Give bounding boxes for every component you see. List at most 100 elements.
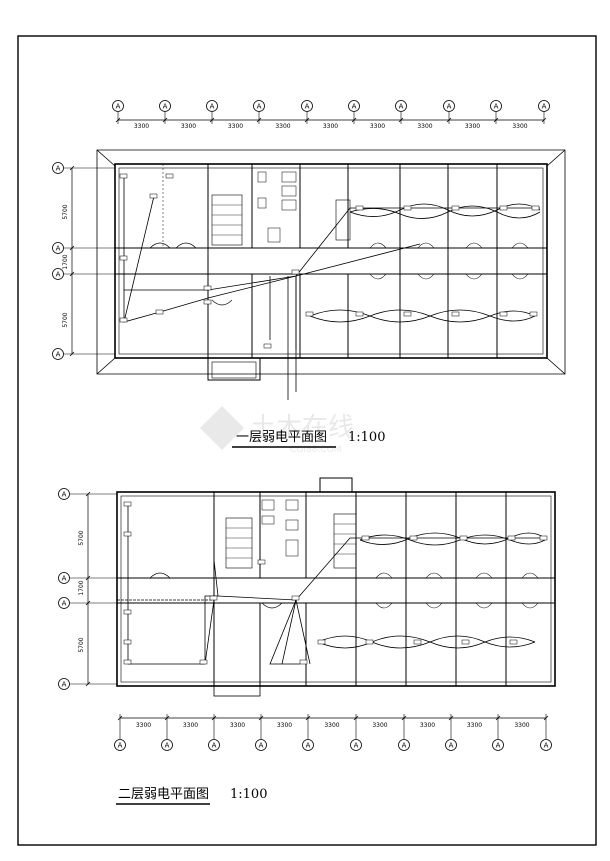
plan1-outlet-19 — [529, 311, 538, 317]
dimension-tick — [541, 117, 547, 123]
plan2-outlet-10 — [409, 535, 418, 541]
plan2-bottom-dim-3: 3300 — [230, 722, 245, 729]
plan1-axis-top-5: A — [305, 103, 310, 111]
watermark: 土木在线 COI88.COM — [200, 406, 354, 455]
plan1-top-dim-6: 3300 — [370, 123, 385, 130]
plan2-axis-bottom-8: A — [449, 742, 454, 750]
plan2-axis-bottom-7: A — [402, 742, 407, 750]
plan2-axis-bottom-1: A — [118, 742, 123, 750]
plan1-outlet-5 — [119, 317, 128, 323]
dimension-tick — [305, 715, 311, 721]
watermark-text: 土木在线 — [250, 413, 354, 443]
dimension-tick — [69, 271, 75, 277]
plan1-axis-top-8-circle — [443, 100, 455, 112]
plan2-outlet-5 — [123, 659, 132, 665]
plan1-axis-left-3-circle — [52, 268, 64, 280]
dimension-tick — [85, 600, 91, 606]
plan1-axis-top-8: A — [447, 103, 452, 111]
plan1-top-dim-3: 3300 — [228, 123, 243, 130]
plan1-axis-left-4-circle — [52, 348, 64, 360]
plan2-axis-left-2-circle — [58, 572, 70, 584]
sheet-border — [17, 35, 597, 846]
plan2-outlet-15 — [365, 639, 374, 645]
plan1-top-dim-9: 3300 — [512, 123, 527, 130]
dimension-tick — [211, 715, 217, 721]
dimension-tick — [85, 575, 91, 581]
plan2-axis-bottom-5: A — [306, 742, 311, 750]
plan1-outlet-11 — [451, 205, 460, 211]
plan1-outlet-2 — [165, 173, 174, 179]
plan2-axis-bottom-6: A — [354, 742, 359, 750]
plan1-axis-left-3: A — [56, 271, 61, 279]
plan2-outlet-13 — [539, 535, 548, 541]
plan1-top-dim-2: 3300 — [181, 123, 196, 130]
plan2-devices — [123, 501, 548, 665]
plan1-outlet-9 — [355, 205, 364, 211]
plan1-axis-top-4: A — [257, 103, 262, 111]
plan1-devices — [119, 173, 540, 349]
dimension-tick — [448, 715, 454, 721]
plan2-axis-bottom-4-circle — [255, 739, 267, 751]
plan2-bottom-dim-5: 3300 — [324, 722, 339, 729]
plan1-axis-top-6-circle — [348, 100, 360, 112]
dimension-tick — [446, 117, 452, 123]
plan1-axis-top-5-circle — [301, 100, 313, 112]
plan2-axis-left-4-circle — [58, 678, 70, 690]
dimension-tick — [493, 117, 499, 123]
plan2-outlet-20 — [291, 595, 300, 601]
dimension-tick — [209, 117, 215, 123]
plan2-axis-bottom-5-circle — [302, 739, 314, 751]
plan1-left-dim-3: 5700 — [62, 312, 69, 327]
dimension-tick — [69, 351, 75, 357]
plan1-outlet-3 — [149, 193, 158, 199]
plan1-axis-top-3: A — [210, 103, 215, 111]
plan1-axis-top-2-circle — [159, 100, 171, 112]
dimension-tick — [398, 117, 404, 123]
plan2-outlet-8 — [257, 559, 266, 565]
plan2-left-dim-1: 5700 — [78, 530, 85, 545]
dimension-tick — [85, 681, 91, 687]
plan1-title: 一层弱电平面图 — [236, 430, 327, 445]
plan1-axis-top-7-circle — [395, 100, 407, 112]
watermark-subtext: COI88.COM — [290, 445, 341, 455]
plan2-axis-bottom-8-circle — [445, 739, 457, 751]
plan1-scale: 1:100 — [348, 430, 385, 445]
plan2-outlet-3 — [123, 609, 132, 615]
plan1-outlet-14 — [305, 311, 314, 317]
plan1-axis-left-1: A — [56, 165, 61, 173]
dimension-tick — [162, 117, 168, 123]
plan1-outlet-17 — [451, 311, 460, 317]
plan1-axis-top-10: A — [542, 103, 547, 111]
plan1-axis-left-2: A — [56, 245, 61, 253]
plan1-axis-left-2-circle — [52, 242, 64, 254]
plan2-outlet-17 — [461, 639, 470, 645]
plan2-outlet-14 — [317, 639, 326, 645]
plan2-axis-bottom-4: A — [259, 742, 264, 750]
dimension-tick — [256, 117, 262, 123]
dimension-tick — [401, 715, 407, 721]
plan1-axis-top-3-circle — [206, 100, 218, 112]
plan1-axis-top-1-circle — [112, 100, 124, 112]
plan1-outlet-18 — [499, 311, 508, 317]
dimension-tick — [115, 117, 121, 123]
plan2-outlet-18 — [509, 639, 518, 645]
plan1-outlet-20 — [263, 343, 272, 349]
plan1-outlet-4 — [119, 255, 128, 261]
plan2-axis-bottom-10: A — [544, 742, 549, 750]
plan1-outlet-13 — [531, 205, 540, 211]
plan1-axis-top-4-circle — [253, 100, 265, 112]
plan1-left-dim-2: 1700 — [62, 254, 69, 269]
plan2-axis-bottom-9: A — [496, 742, 501, 750]
plan1-roof-outline — [96, 149, 566, 375]
plan2-outlet-11 — [459, 535, 468, 541]
plan2-outlet-9 — [361, 535, 370, 541]
plan2-bottom-dim-9: 3300 — [514, 722, 529, 729]
plan2-left-dim-2: 1700 — [78, 580, 85, 595]
plan1-outlet-6 — [155, 309, 164, 315]
plan2-axis-bottom-2-circle — [161, 739, 173, 751]
plan2-outlet-7 — [209, 595, 218, 601]
dimension-tick — [543, 715, 549, 721]
